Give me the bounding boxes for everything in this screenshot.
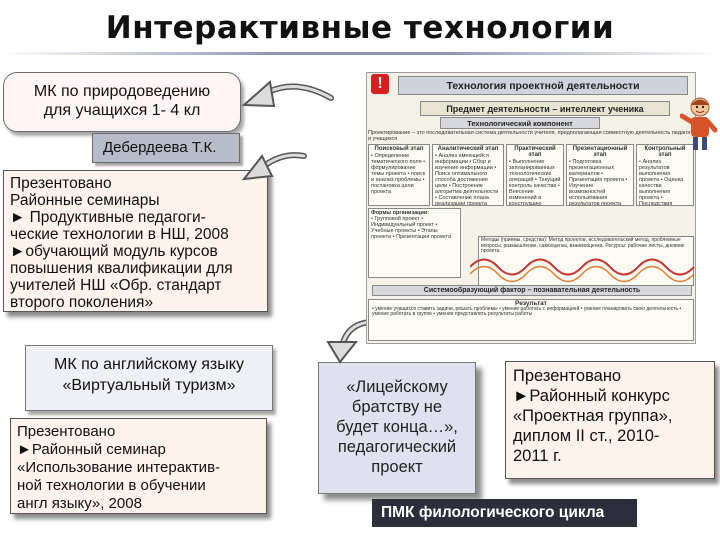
exclamation-icon: !: [371, 74, 389, 94]
mk-english-line2: «Виртуальный туризм»: [62, 377, 236, 394]
presented2-line-4: англ языку», 2008: [17, 495, 142, 512]
mk-nature-box: МК по природоведению для учащихся 1- 4 к…: [3, 72, 241, 132]
curved-arrow-icon: [241, 152, 307, 181]
lyceum-line5: проект: [371, 458, 423, 476]
stage-title: Аналитический этап: [437, 146, 499, 152]
diagram-definition: Проектирование – это последовательная си…: [368, 130, 694, 142]
mk-english-line1: МК по английскому языку: [54, 356, 244, 373]
contest-line-3: диплом II ст., 2010-: [513, 427, 660, 445]
presented2-line-3: ной технологии в обучении: [17, 477, 206, 494]
stage-box: Поисковый этап • Определение тематическо…: [368, 144, 430, 206]
presented-line-1: ► Продуктивные педагоги-: [10, 209, 206, 226]
wave-decoration: [470, 258, 695, 282]
diagram-component: Технологический компонент: [440, 117, 600, 129]
system-factor-bar: Системообразующий фактор – познавательна…: [372, 285, 692, 296]
stage-text: • Определение тематического поля • форму…: [371, 153, 426, 195]
contest-box: Презентовано ►Районный конкурс «Проектна…: [505, 361, 715, 479]
stage-box: Аналитический этап • Анализ имеющейся ин…: [432, 144, 504, 206]
stage-box: Практический этап • Выполнение запланиро…: [506, 144, 564, 206]
presented-subheading: Районные семинары: [10, 192, 160, 209]
diagram-header: Технология проектной деятельности: [398, 76, 688, 95]
author-box: Дебердеева Т.К.: [92, 133, 240, 163]
diagram-subject: Предмет деятельности – интеллект ученика: [420, 101, 670, 116]
presented-line-2: ческие технологии в НШ, 2008: [10, 226, 229, 243]
stage-text: • Подготовка презентационных материалов …: [569, 159, 628, 206]
presented-line-5: учителей НШ «Обр. стандарт: [10, 277, 222, 294]
pmk-label: ПМК филологического цикла: [372, 499, 637, 527]
lyceum-project-box: «Лицейскому братству не будет конца…», п…: [318, 362, 476, 494]
presented-heading: Презентовано: [10, 175, 112, 192]
mk-nature-line1: МК по природоведению: [33, 83, 211, 100]
stage-text: • Выполнение запланированных технологиче…: [509, 159, 561, 206]
forms-title: Формы организации:: [371, 210, 430, 216]
result-title: Результат: [515, 300, 547, 307]
curved-arrow-icon: [241, 80, 336, 108]
forms-text: • Групповой проект • Индивидуальный прое…: [371, 216, 452, 240]
lyceum-line1: «Лицейскому: [346, 378, 448, 396]
presented-line-4: повышения квалификации для: [10, 260, 233, 277]
presented-line-3: ►обучающий модуль курсов: [10, 243, 218, 260]
presented2-line-1: ►Районный семинар: [17, 441, 166, 458]
contest-line-1: ►Районный конкурс: [513, 387, 670, 405]
page-title: Интерактивные технологии: [105, 10, 615, 46]
mk-english-box: МК по английскому языку «Виртуальный тур…: [25, 345, 273, 411]
title-underline: [0, 52, 720, 55]
stage-box: Презентационный этап • Подготовка презен…: [566, 144, 634, 206]
contest-line-4: 2011 г.: [513, 447, 562, 465]
presented2-heading: Презентовано: [17, 423, 116, 440]
contest-line-2: «Проектная группа»,: [513, 407, 673, 425]
lyceum-line4: педагогический: [337, 438, 457, 456]
pointing-figure-icon: [680, 97, 718, 150]
stage-title: Поисковый этап: [374, 146, 424, 152]
lyceum-line2: братству не: [351, 398, 443, 416]
stage-title: Практический этап: [514, 146, 556, 158]
stage-title: Контрольный этап: [644, 146, 686, 158]
result-box: Результат • умение учащихся ставить зада…: [368, 299, 694, 341]
result-text: • умение учащихся ставить задачи, решать…: [372, 305, 682, 318]
lyceum-line3: будет конца…»,: [336, 418, 458, 436]
presented-english-box: Презентовано ►Районный семинар «Использо…: [10, 418, 267, 514]
forms-box: Формы организации: • Групповой проект • …: [368, 208, 461, 278]
presented2-line-2: «Использование интерактив-: [17, 459, 221, 476]
stage-title: Презентационный этап: [572, 146, 628, 158]
stage-text: • Анализ результатов выполнения проекта …: [639, 159, 684, 206]
contest-heading: Презентовано: [513, 367, 622, 385]
stage-box: Контрольный этап • Анализ результатов вы…: [636, 144, 694, 206]
presented-line-6: второго поколения»: [10, 294, 154, 311]
mk-nature-line2: для учащихся 1- 4 кл: [43, 102, 201, 119]
stage-text: • Анализ имеющейся информации • Сбор и и…: [435, 153, 499, 206]
presented-seminars-box: Презентовано Районные семинары ► Продукт…: [3, 170, 268, 312]
